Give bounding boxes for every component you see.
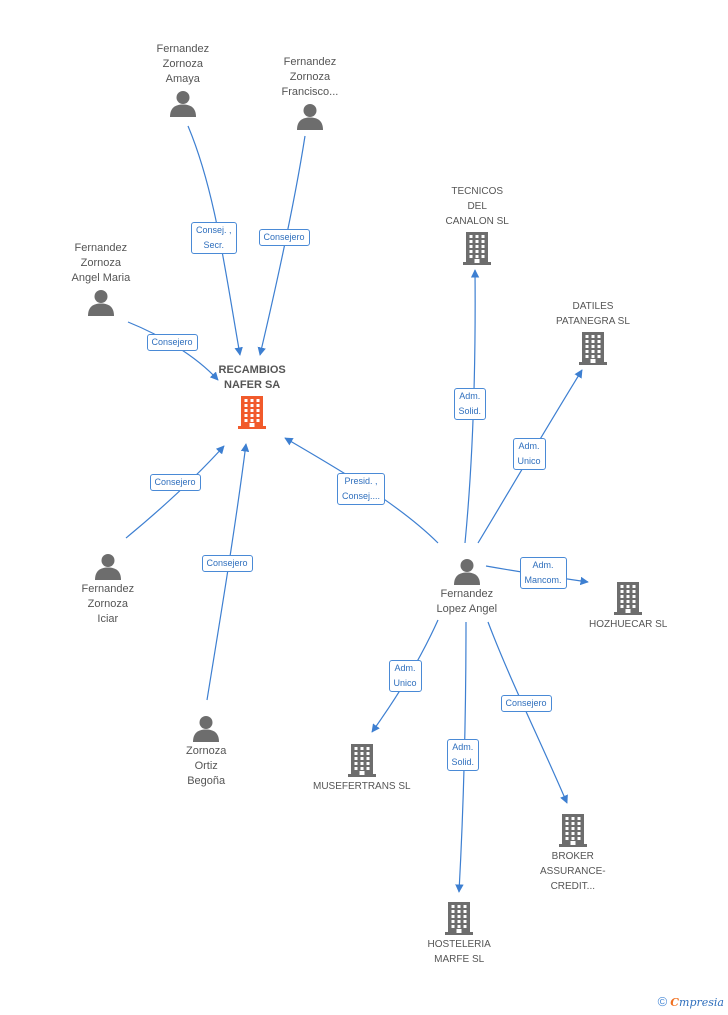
person-node-francisco[interactable]: Fernandez Zornoza Francisco... xyxy=(281,55,339,130)
edge-label-lopez-broker[interactable]: Consejero xyxy=(500,694,552,712)
person-icon xyxy=(437,557,498,585)
edge-label-lopez-hozhuecar[interactable]: Adm. Mancom. xyxy=(519,557,567,589)
company-node-tecnicos[interactable]: TECNICOS DEL CANALON SL xyxy=(446,184,509,265)
edge-label-iciar-recambios[interactable]: Consejero xyxy=(149,473,201,491)
person-icon xyxy=(157,89,210,117)
person-node-iciar[interactable]: Fernandez Zornoza Iciar xyxy=(81,552,135,627)
edge-lopez-to-tecnicos xyxy=(464,269,480,544)
building-icon xyxy=(540,813,606,847)
node-label: RECAMBIOS NAFER SA xyxy=(218,364,286,391)
node-label: BROKER ASSURANCE- CREDIT... xyxy=(540,851,606,892)
brand-initial: C xyxy=(670,996,680,1009)
node-label: DATILES PATANEGRA SL xyxy=(556,301,630,327)
node-label: Fernandez Zornoza Iciar xyxy=(81,583,135,625)
building-icon xyxy=(589,581,667,615)
footer-brand[interactable]: © Cmpresia xyxy=(658,994,724,1009)
node-label: HOSTELERIA MARFE SL xyxy=(427,939,491,965)
person-node-lopez[interactable]: Fernandez Lopez Angel xyxy=(436,557,498,617)
person-node-angelmaria[interactable]: Fernandez Zornoza Angel Maria xyxy=(71,241,131,316)
company-node-recambios[interactable]: RECAMBIOS NAFER SA xyxy=(219,363,286,429)
node-label: Fernandez Lopez Angel xyxy=(436,588,498,615)
person-node-begona[interactable]: Zornoza Ortiz Begoña xyxy=(186,714,226,789)
building-icon xyxy=(313,743,411,777)
edge-label-lopez-hosteleria[interactable]: Adm. Solid. xyxy=(446,739,480,771)
building-icon xyxy=(556,331,630,365)
company-node-broker[interactable]: BROKER ASSURANCE- CREDIT... xyxy=(540,813,606,894)
node-label: Zornoza Ortiz Begoña xyxy=(186,745,227,787)
edge-label-francisco-recambios[interactable]: Consejero xyxy=(258,228,310,246)
person-node-amaya[interactable]: Fernandez Zornoza Amaya xyxy=(156,42,210,117)
edge-lopez-to-broker xyxy=(487,621,568,804)
edge-label-amaya-recambios[interactable]: Consej. , Secr. xyxy=(191,222,237,254)
edge-iciar-to-recambios xyxy=(125,445,225,539)
company-node-musefertrans[interactable]: MUSEFERTRANS SL xyxy=(313,743,411,794)
company-node-datiles[interactable]: DATILES PATANEGRA SL xyxy=(556,299,630,365)
edge-angelmaria-to-recambios xyxy=(127,321,219,381)
person-icon xyxy=(186,714,226,742)
copyright-icon: © xyxy=(657,994,668,1009)
edge-label-lopez-musefertrans[interactable]: Adm. Unico xyxy=(388,660,422,692)
node-label: Fernandez Zornoza Francisco... xyxy=(281,56,339,98)
company-node-hosteleria[interactable]: HOSTELERIA MARFE SL xyxy=(428,901,491,967)
edge-label-angelmaria-recambios[interactable]: Consejero xyxy=(146,333,198,351)
building-icon xyxy=(219,395,286,429)
edge-francisco-to-recambios xyxy=(257,135,306,356)
edge-label-begona-recambios[interactable]: Consejero xyxy=(201,554,253,572)
brand-logo: Cmpresia xyxy=(670,996,724,1009)
node-label: HOZHUECAR SL xyxy=(589,619,668,630)
company-node-hozhuecar[interactable]: HOZHUECAR SL xyxy=(589,581,667,632)
edge-begona-to-recambios xyxy=(206,443,250,701)
edge-label-lopez-tecnicos[interactable]: Adm. Solid. xyxy=(453,388,487,420)
person-icon xyxy=(72,288,131,316)
person-icon xyxy=(282,102,339,130)
building-icon xyxy=(428,901,491,935)
building-icon xyxy=(446,231,509,265)
edge-label-lopez-datiles[interactable]: Adm. Unico xyxy=(512,438,546,470)
node-label: Fernandez Zornoza Amaya xyxy=(156,43,210,85)
node-label: TECNICOS DEL CANALON SL xyxy=(445,186,509,227)
node-label: Fernandez Zornoza Angel Maria xyxy=(71,242,131,284)
brand-name: mpresia xyxy=(679,996,724,1009)
edge-label-lopez-recambios[interactable]: Presid. , Consej.... xyxy=(337,473,386,505)
person-icon xyxy=(82,552,135,580)
node-label: MUSEFERTRANS SL xyxy=(313,781,411,792)
